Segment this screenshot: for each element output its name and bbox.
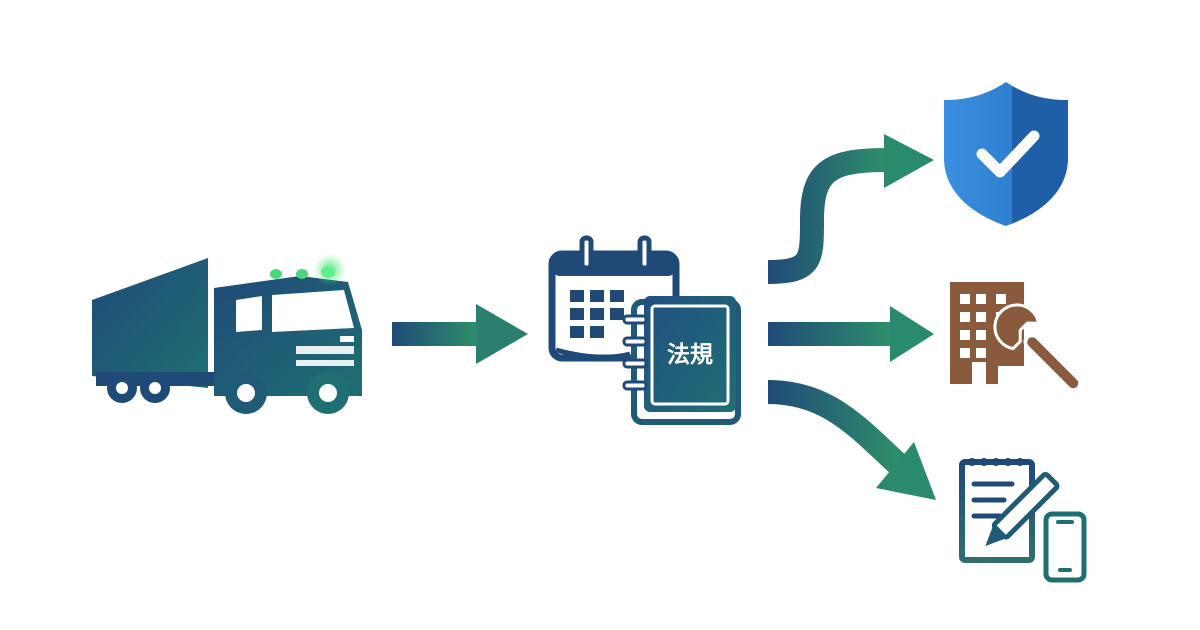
building-wrench-icon [950,282,1082,392]
roof-lights [270,254,346,286]
branch-arrow-up [767,134,934,284]
branch-arrow-down [767,380,936,500]
arrow-to-regulations [392,304,528,364]
shield-check-icon [944,82,1068,226]
book-icon: 法規 [622,296,741,425]
regulation-label: 法規 [667,342,713,368]
notepad-pencil-icon [959,458,1060,563]
smartphone-icon [1043,511,1087,583]
branch-arrow-middle [768,306,934,362]
truck-icon [92,254,362,414]
